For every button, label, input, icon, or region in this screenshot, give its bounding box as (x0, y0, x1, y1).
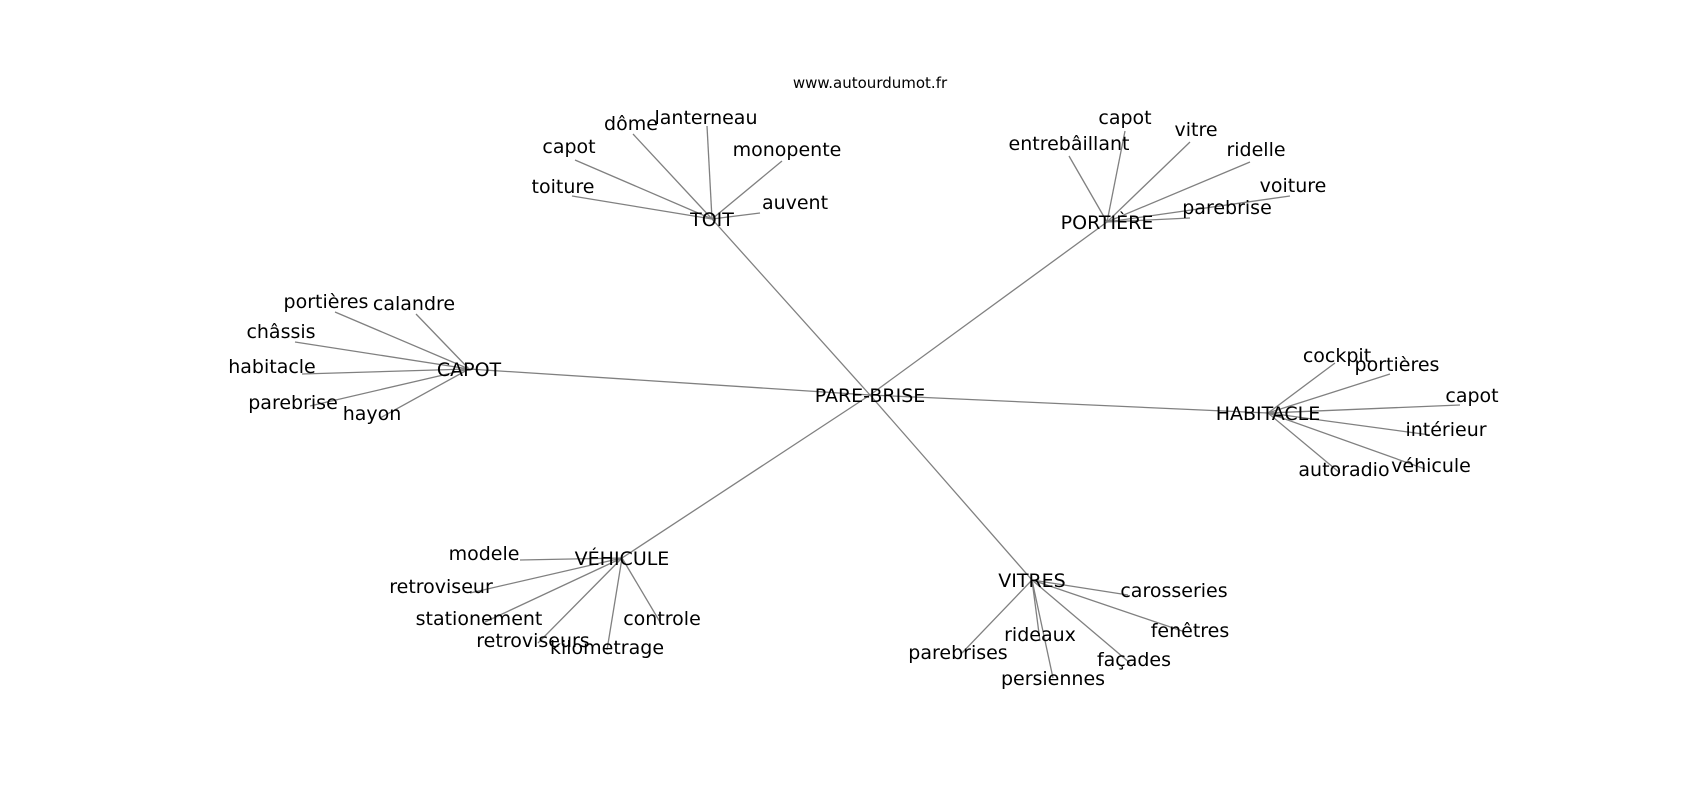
leaf-word[interactable]: cockpit (1303, 345, 1371, 367)
leaf-word[interactable]: calandre (373, 293, 455, 315)
leaf-word[interactable]: monopente (733, 139, 842, 161)
leaf-word[interactable]: parebrise (248, 392, 338, 414)
edge-branch-to-leaf (1267, 412, 1431, 436)
edge-branch-to-leaf (334, 311, 470, 370)
leaf-word[interactable]: retroviseurs (476, 630, 589, 652)
edge-branch-to-leaf (484, 557, 623, 623)
leaf-word[interactable]: carosseries (1120, 580, 1227, 602)
edge-branch-to-leaf (711, 160, 783, 220)
edge-branch-to-leaf (1267, 412, 1341, 474)
edge-branch-to-leaf (301, 368, 470, 375)
edge-branch-to-leaf (519, 557, 623, 561)
edge-branch-to-leaf (1031, 579, 1186, 633)
leaf-word[interactable]: auvent (762, 192, 828, 214)
edge-branch-to-leaf (1031, 579, 1041, 642)
branch-word[interactable]: TOIT (689, 209, 734, 231)
edge-center-to-capot (468, 368, 871, 396)
leaf-word[interactable]: habitacle (228, 356, 316, 378)
branch-word[interactable]: PORTIÈRE (1061, 211, 1154, 234)
edge-branch-to-leaf (706, 125, 713, 220)
edge-center-to-vitres (869, 394, 1033, 581)
leaf-word[interactable]: ridelle (1226, 139, 1285, 161)
edge-branch-to-leaf (1031, 579, 1131, 664)
source-url[interactable]: www.autourdumot.fr (793, 74, 948, 92)
edge-center-to-véhicule (621, 394, 871, 559)
leaf-word[interactable]: portières (284, 291, 369, 313)
edge-branch-to-leaf (1106, 161, 1251, 223)
branch-word[interactable]: VÉHICULE (575, 547, 670, 570)
edge-branch-to-leaf (1267, 404, 1461, 414)
leaf-word[interactable]: rideaux (1004, 624, 1076, 646)
branch-word[interactable]: CAPOT (437, 359, 502, 381)
edge-branch-to-leaf (1267, 362, 1336, 414)
edge-branch-to-leaf (294, 341, 470, 370)
center-word[interactable]: PARE-BRISE (815, 385, 926, 407)
leaf-word[interactable]: vitre (1174, 119, 1217, 141)
leaf-word[interactable]: persiennes (1001, 668, 1105, 690)
edge-branch-to-leaf (1267, 412, 1426, 470)
edge-branch-to-leaf (961, 579, 1033, 654)
edge-branch-to-leaf (632, 133, 713, 220)
leaf-word[interactable]: parebrise (1182, 197, 1272, 219)
edge-branch-to-leaf (1106, 130, 1126, 223)
edge-branch-to-leaf (574, 159, 713, 220)
leaf-word[interactable]: capot (1445, 385, 1498, 407)
edges (294, 125, 1461, 679)
edge-branch-to-leaf (1031, 579, 1054, 679)
edge-branch-to-leaf (1106, 217, 1191, 223)
leaf-word[interactable]: véhicule (1391, 455, 1471, 477)
edge-center-to-toit (711, 218, 871, 396)
leaf-word[interactable]: retroviseur (389, 576, 493, 598)
leaf-word[interactable]: parebrises (908, 642, 1007, 664)
leaf-word[interactable]: modele (449, 543, 520, 565)
edge-branch-to-leaf (1106, 141, 1191, 223)
leaf-word[interactable]: entrebâillant (1009, 133, 1130, 155)
leaf-word[interactable]: autoradio (1298, 459, 1389, 481)
branch-word[interactable]: HABITACLE (1216, 403, 1321, 425)
leaf-word[interactable]: hayon (343, 403, 402, 425)
edge-branch-to-leaf (379, 368, 470, 419)
edge-center-to-habitacle (869, 394, 1269, 414)
leaf-word[interactable]: lanterneau (655, 107, 758, 129)
leaf-word[interactable]: fenêtres (1151, 620, 1230, 642)
leaf-word[interactable]: capot (542, 136, 595, 158)
leaf-word[interactable]: kilometrage (550, 637, 664, 659)
edge-branch-to-leaf (711, 212, 761, 220)
edge-branch-to-leaf (1031, 579, 1129, 596)
leaf-word[interactable]: portières (1355, 354, 1440, 376)
edge-branch-to-leaf (537, 557, 623, 644)
leaf-word[interactable]: châssis (246, 321, 315, 343)
leaf-word[interactable]: façades (1097, 649, 1171, 671)
leaf-word[interactable]: voiture (1260, 175, 1327, 197)
edge-branch-to-leaf (571, 195, 713, 220)
edge-branch-to-leaf (1106, 195, 1291, 223)
edge-branch-to-leaf (606, 557, 623, 651)
edge-center-to-portière (869, 221, 1108, 396)
leaf-word[interactable]: capot (1098, 107, 1151, 129)
edge-branch-to-leaf (621, 557, 661, 623)
edge-branch-to-leaf (1068, 155, 1108, 223)
edge-branch-to-leaf (309, 368, 470, 407)
leaf-word[interactable]: controle (623, 608, 701, 630)
edge-branch-to-leaf (415, 313, 470, 370)
leaf-word[interactable]: stationement (416, 608, 543, 630)
edge-branch-to-leaf (469, 557, 623, 594)
branch-word[interactable]: VITRES (998, 570, 1065, 592)
leaf-word[interactable]: intérieur (1405, 419, 1486, 441)
leaf-word[interactable]: dôme (604, 113, 658, 135)
leaf-word[interactable]: toiture (532, 176, 595, 198)
edge-branch-to-leaf (1267, 373, 1391, 414)
